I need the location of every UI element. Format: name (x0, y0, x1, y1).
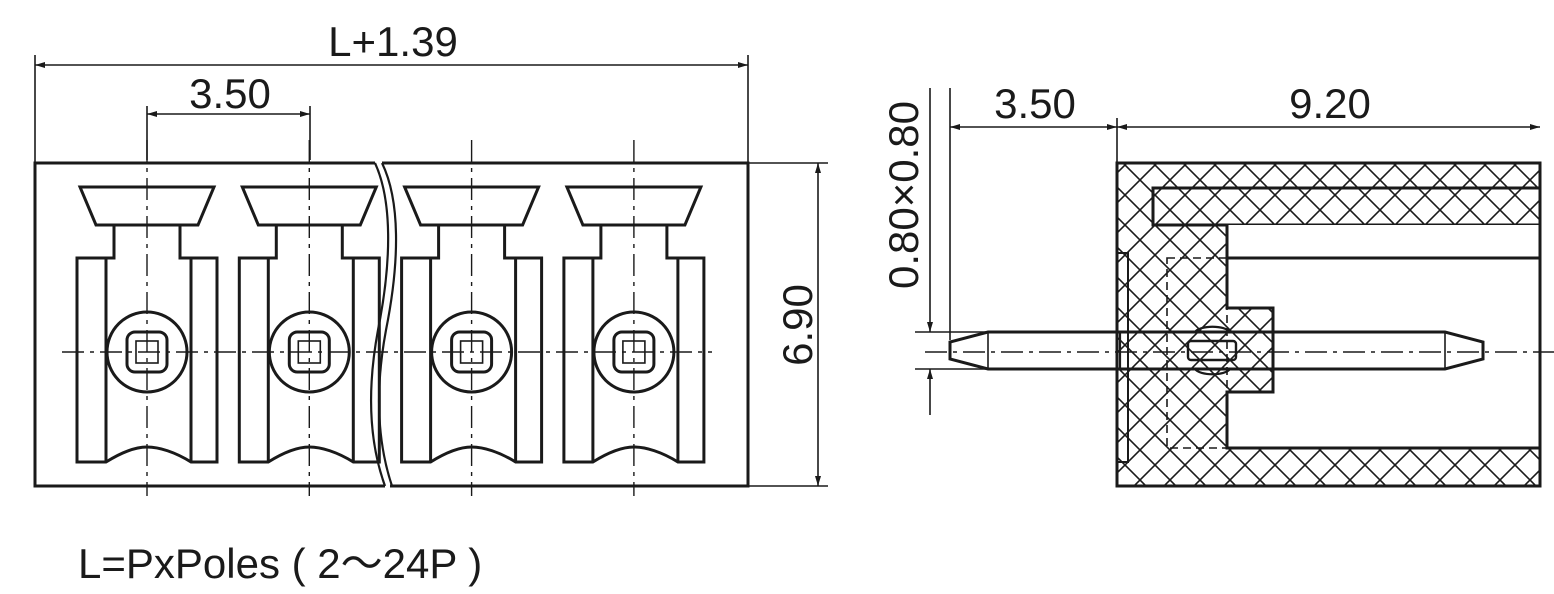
pin-size-label: 0.80×0.80 (880, 101, 927, 289)
screw-clamp-head (564, 185, 704, 227)
screw-clamp-head (240, 185, 379, 227)
housing-outline-left (33, 161, 385, 488)
front-view: L+1.39 3.50 6.90 (33, 18, 828, 496)
side-view: 3.50 9.20 0.80×0.80 (880, 80, 1554, 488)
pitch-dimension-label: 3.50 (189, 70, 271, 117)
pin-barb (1194, 325, 1231, 376)
break-line (377, 162, 398, 487)
screw-clamp-head (402, 185, 541, 227)
housing-outline-right (382, 161, 750, 488)
side-strip (1116, 252, 1129, 463)
overall-dimension-label: L+1.39 (328, 18, 458, 65)
pin-offset-dimension-label: 3.50 (994, 80, 1076, 127)
poles-note: L=PxPoles ( 2～24P ) (78, 540, 482, 587)
pin-slot (1186, 339, 1238, 362)
screw-clamp-head (77, 185, 217, 227)
height-dimension-label: 6.90 (774, 284, 821, 366)
depth-dimension-label: 9.20 (1289, 80, 1371, 127)
hidden-outline (1166, 257, 1228, 449)
cavity (1227, 225, 1540, 448)
